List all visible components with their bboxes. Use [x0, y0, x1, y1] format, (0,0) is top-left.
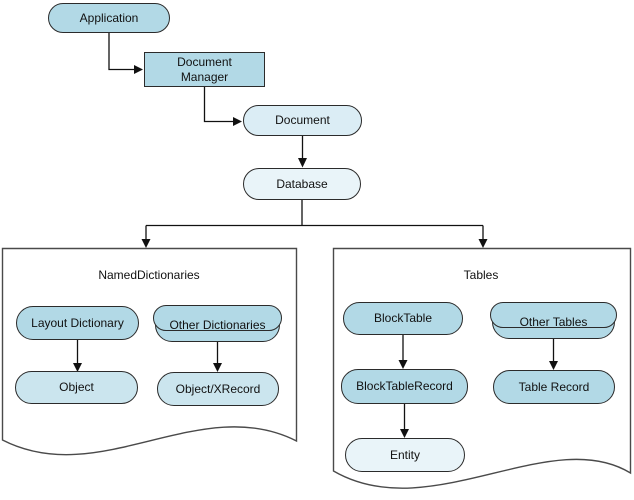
arrowhead-into-document-manager — [134, 65, 143, 74]
arrowhead-into-block-table-record — [398, 360, 408, 369]
node-document-manager: Document Manager — [144, 52, 265, 87]
node-block-table-record-label: BlockTableRecord — [356, 379, 453, 393]
arrowhead-into-document — [233, 117, 242, 126]
node-other-tables: Other Tables — [490, 302, 617, 339]
node-object-xrecord-label: Object/XRecord — [175, 381, 261, 396]
node-application: Application — [48, 3, 170, 33]
connector-document-manager-to-document — [203, 87, 233, 123]
node-object-label: Object — [59, 380, 94, 394]
node-entity-label: Entity — [389, 447, 420, 462]
node-other-dictionaries-label: Other Dictionaries — [169, 317, 266, 332]
node-object-xrecord: Object/XRecord — [157, 372, 279, 406]
container-named-dictionaries-title: NamedDictionaries — [98, 268, 200, 282]
group-containers — [1, 247, 632, 489]
node-block-table-record: BlockTableRecord — [341, 369, 468, 404]
node-document-label: Document — [275, 113, 330, 127]
node-block-table-label: BlockTable — [373, 311, 433, 325]
arrowhead-into-tables — [478, 239, 488, 248]
node-entity: Entity — [345, 438, 465, 472]
arrowhead-into-table-record — [549, 361, 558, 370]
arrowhead-into-object-xrecord — [213, 363, 222, 372]
group-connectors — [76, 33, 555, 429]
arrowhead-into-database — [298, 158, 307, 168]
node-layout-dictionary-label: Layout Dictionary — [31, 315, 124, 330]
container-tables-title: Tables — [463, 268, 499, 282]
connector-application-to-document-manager — [108, 33, 134, 71]
node-layout-dictionary: Layout Dictionary — [16, 306, 139, 340]
node-other-dictionaries: Other Dictionaries — [153, 305, 282, 342]
node-table-record-label: Table Record — [518, 379, 590, 394]
group-arrowheads — [73, 65, 558, 438]
arrowhead-into-object — [73, 363, 82, 372]
arrowhead-into-entity — [400, 429, 409, 438]
node-object: Object — [15, 371, 138, 404]
node-document-manager-label: Document Manager — [177, 54, 232, 84]
node-database-label: Database — [276, 176, 328, 191]
node-document: Document — [243, 105, 362, 136]
node-database: Database — [243, 168, 361, 200]
node-other-tables-label: Other Tables — [519, 314, 588, 329]
node-table-record: Table Record — [493, 370, 615, 404]
arrowhead-into-named-dictionaries — [141, 239, 151, 248]
connector-database-to-containers — [145, 200, 484, 239]
node-application-label: Application — [79, 10, 139, 25]
node-block-table: BlockTable — [343, 302, 463, 335]
